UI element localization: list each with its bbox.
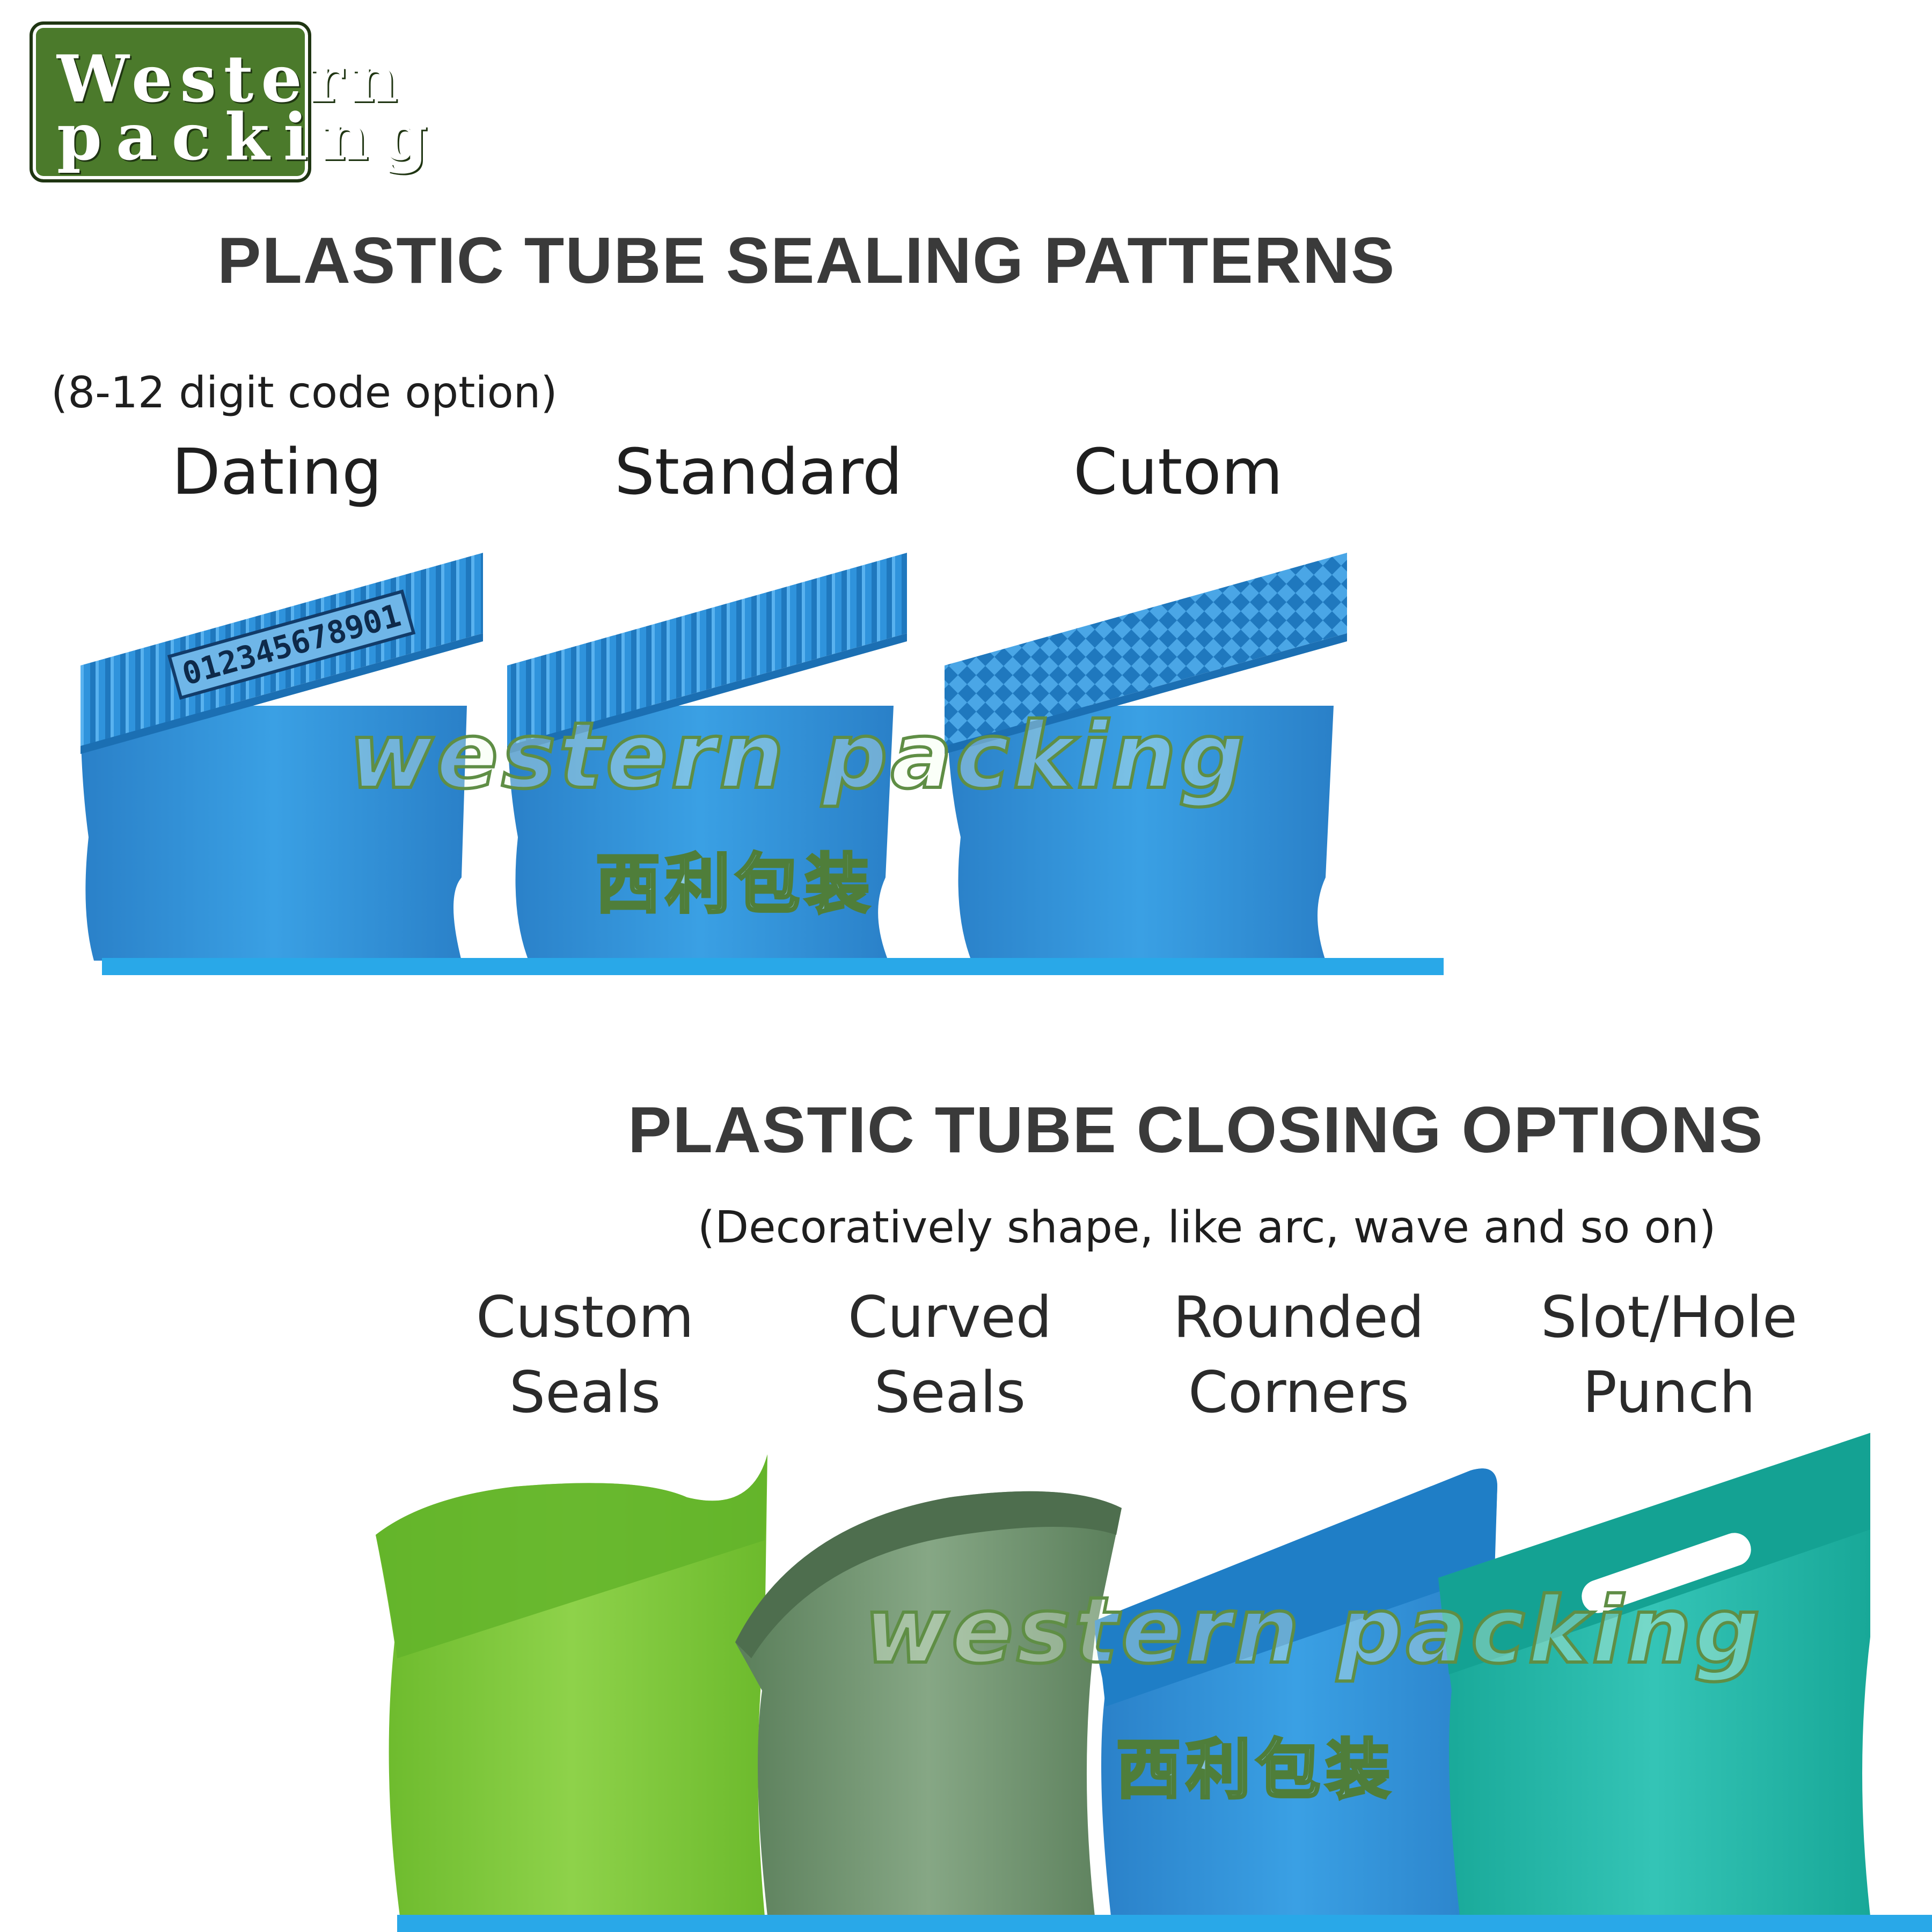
watermark-english-top: western packing: [347, 701, 1248, 811]
curved-seal-tube: [735, 1491, 1122, 1916]
custom-pattern-tube: [945, 553, 1347, 961]
standard-tube: [507, 553, 907, 961]
label-line-2: Corners: [1188, 1359, 1409, 1425]
western-packing-logo: Western packing: [30, 21, 428, 182]
label-custom-seals: Custom Seals: [472, 1280, 698, 1430]
label-line-2: Seals: [874, 1359, 1026, 1425]
closing-options-title: PLASTIC TUBE CLOSING OPTIONS: [628, 1093, 1764, 1166]
hang-hole: [1582, 1533, 1751, 1613]
label-line-2: Seals: [509, 1359, 661, 1425]
shelf-top: [102, 958, 1444, 975]
logo-line-2: packing: [57, 99, 442, 175]
label-line-1: Custom: [475, 1284, 694, 1350]
mesh-seal-pattern: [945, 553, 1347, 746]
label-rounded-corners: Rounded Corners: [1165, 1280, 1433, 1430]
sealing-patterns-title: PLASTIC TUBE SEALING PATTERNS: [217, 224, 1396, 297]
hole-punch-tube: [1438, 1433, 1870, 1916]
decorative-shape-note: (Decoratively shape, like arc, wave and …: [698, 1202, 1716, 1253]
label-line-2: Punch: [1583, 1359, 1755, 1425]
label-cutom: Cutom: [1073, 435, 1283, 509]
label-standard: Standard: [614, 435, 903, 509]
watermark-english-bottom: western packing: [862, 1576, 1763, 1686]
label-line-1: Curved: [847, 1284, 1052, 1350]
logo-line-1: Western: [57, 41, 406, 117]
label-curved-seals: Curved Seals: [837, 1280, 1063, 1430]
dating-tube: 012345678901: [80, 553, 483, 961]
watermark-chinese-top: 西利包装: [595, 846, 875, 924]
label-line-1: Rounded: [1173, 1284, 1424, 1350]
custom-seal-tube: [376, 1454, 767, 1916]
label-slot-hole-punch: Slot/Hole Punch: [1540, 1280, 1798, 1430]
watermark-chinese-bottom: 西利包装: [1115, 1732, 1395, 1809]
ribbed-seal-pattern: [507, 553, 907, 746]
rounded-corner-tube: [1095, 1468, 1497, 1916]
label-line-1: Slot/Hole: [1540, 1284, 1798, 1350]
label-dating: Dating: [172, 435, 382, 509]
shelf-bottom: [397, 1915, 1932, 1932]
digit-code-note: (8-12 digit code option): [51, 368, 558, 418]
